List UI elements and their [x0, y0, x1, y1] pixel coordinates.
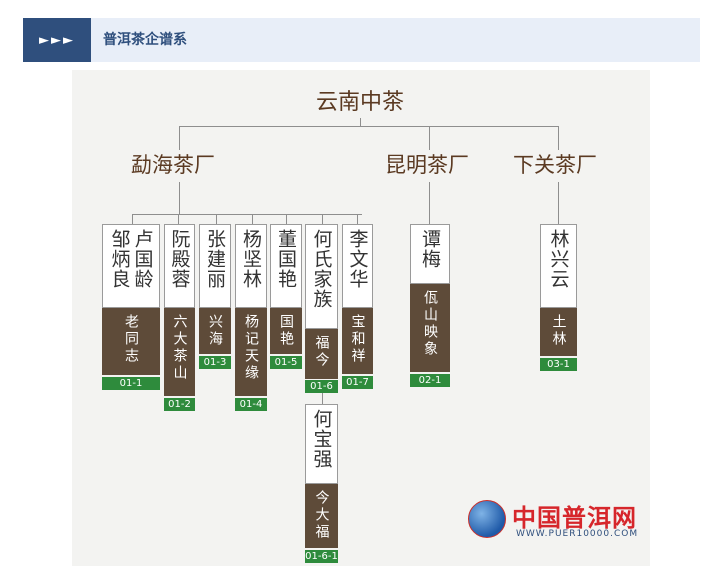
- connector: [179, 126, 180, 150]
- brand-box: 土林: [540, 308, 577, 356]
- brand-box: 今大福: [305, 484, 338, 548]
- person-name: 谭梅: [419, 229, 441, 269]
- connector: [429, 182, 430, 224]
- connector: [286, 214, 287, 224]
- brand-box: 佤山映象: [410, 284, 450, 372]
- connector: [132, 214, 133, 224]
- brand-name: 福今: [313, 335, 330, 369]
- code-badge: 02-1: [410, 374, 450, 387]
- code-badge: 01-1: [102, 377, 160, 390]
- code-badge: 01-5: [270, 356, 302, 369]
- connector: [252, 214, 253, 224]
- connector: [179, 182, 180, 214]
- brand-name: 土林: [550, 314, 567, 348]
- brand-name: 今大福: [313, 490, 330, 541]
- brand-box: 国艳: [270, 308, 302, 354]
- person-name: 李文华: [346, 229, 369, 289]
- connector: [360, 118, 361, 126]
- triple-arrow-icon: ►►►: [23, 18, 91, 62]
- person-name: 何宝强: [310, 409, 333, 469]
- person-box: 董国艳: [270, 224, 302, 308]
- brand-box: 六大茶山: [164, 308, 195, 396]
- brand-box: 兴海: [199, 308, 231, 354]
- factory-xiaguan: 下关茶厂: [513, 153, 597, 177]
- person-name: 林兴云: [547, 229, 570, 289]
- connector: [322, 214, 323, 224]
- brand-name: 老同志: [123, 314, 139, 365]
- logo-url: WWW.PUER10000.COM: [516, 529, 639, 539]
- person-name: 卢国龄: [131, 229, 154, 289]
- person-name: 张建丽: [204, 229, 226, 289]
- person-name: 邹炳良: [108, 229, 131, 289]
- person-box: 谭梅: [410, 224, 450, 284]
- connector: [357, 214, 358, 224]
- person-name: 阮殿蓉: [168, 229, 191, 289]
- code-badge: 01-6: [305, 380, 338, 393]
- code-badge: 01-4: [235, 398, 267, 411]
- brand-name: 宝和祥: [349, 314, 366, 365]
- person-name: 何氏家族: [310, 229, 333, 309]
- brand-name: 杨记天缘: [243, 314, 259, 382]
- brand-box: 老同志: [102, 308, 160, 375]
- person-box: 杨坚林: [235, 224, 267, 308]
- site-logo: 中国普洱网 WWW.PUER10000.COM: [468, 498, 668, 542]
- brand-name: 国艳: [278, 314, 294, 348]
- section-header: ►►► 普洱茶企谱系: [23, 18, 700, 62]
- brand-box: 杨记天缘: [235, 308, 267, 396]
- person-box: 张建丽: [199, 224, 231, 308]
- brand-name: 兴海: [207, 314, 223, 348]
- person-box: 阮殿蓉: [164, 224, 195, 308]
- person-box: 何氏家族: [305, 224, 338, 329]
- person-box: 卢国龄 邹炳良: [102, 224, 160, 308]
- logo-name: 中国普洱网: [512, 504, 637, 532]
- connector: [179, 126, 559, 127]
- code-badge: 01-6-1: [305, 550, 338, 563]
- root-node: 云南中茶: [316, 90, 405, 115]
- person-name: 杨坚林: [240, 229, 262, 289]
- connector: [429, 126, 430, 150]
- connector: [322, 392, 323, 404]
- person-box: 林兴云: [540, 224, 577, 308]
- brand-box: 福今: [305, 329, 338, 379]
- section-title: 普洱茶企谱系: [103, 32, 187, 48]
- person-box: 何宝强: [305, 404, 338, 484]
- connector: [558, 182, 559, 224]
- code-badge: 03-1: [540, 358, 577, 371]
- factory-menghai: 勐海茶厂: [131, 153, 215, 177]
- brand-name: 佤山映象: [422, 290, 438, 358]
- connector: [216, 214, 217, 224]
- person-name: 董国艳: [275, 229, 297, 289]
- code-badge: 01-2: [164, 398, 195, 411]
- code-badge: 01-7: [342, 376, 373, 389]
- globe-icon: [468, 500, 506, 538]
- connector: [132, 214, 362, 215]
- factory-kunming: 昆明茶厂: [385, 153, 469, 177]
- brand-name: 六大茶山: [171, 314, 188, 382]
- code-badge: 01-3: [199, 356, 231, 369]
- connector: [178, 214, 179, 224]
- person-box: 李文华: [342, 224, 373, 308]
- genealogy-diagram: 云南中茶 勐海茶厂 昆明茶厂 下关茶厂 卢国龄 邹炳良 老同志 01-1 阮殿蓉…: [72, 70, 650, 566]
- brand-box: 宝和祥: [342, 308, 373, 374]
- connector: [558, 126, 559, 150]
